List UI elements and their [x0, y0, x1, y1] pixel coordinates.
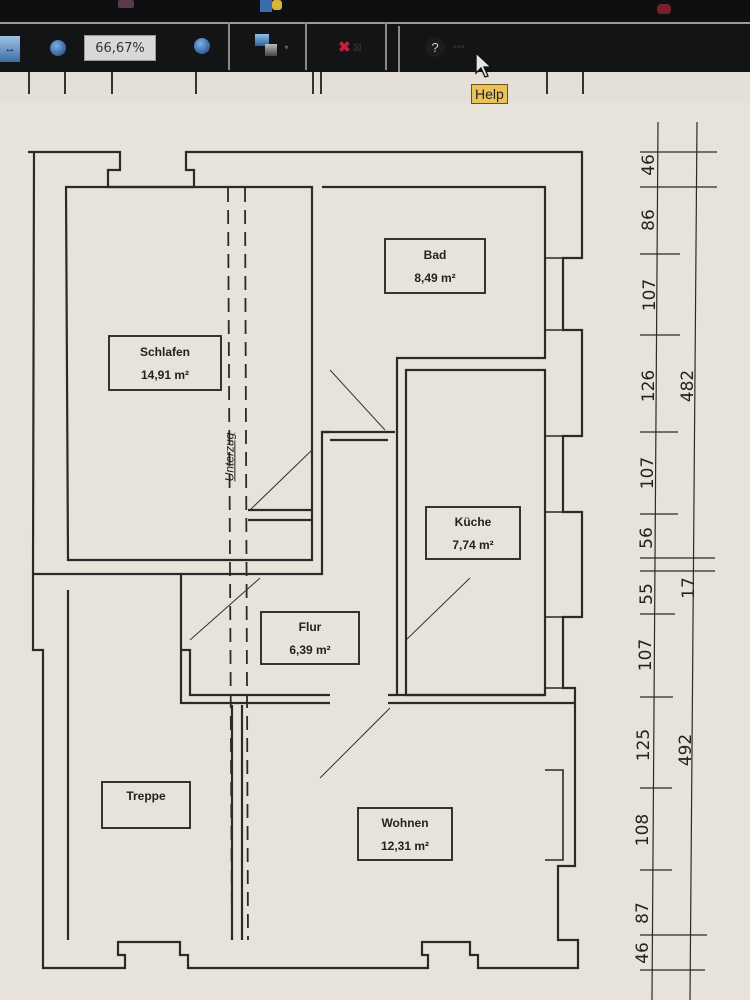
dimension-text: 46	[638, 154, 659, 176]
horizontal-ruler	[0, 72, 750, 102]
dimension-text: 125	[634, 728, 655, 762]
wall-stair-landing	[248, 508, 312, 522]
help-tooltip: Help	[471, 84, 508, 104]
dimension-text: 107	[638, 456, 659, 490]
window-titlebar	[0, 0, 750, 22]
layers-icon	[255, 34, 281, 60]
room-name: Treppe	[126, 789, 166, 803]
room-area: 12,31 m²	[380, 838, 430, 853]
room-area: 6,39 m²	[289, 642, 331, 657]
toolbar-separator	[385, 22, 387, 70]
wall-bad	[322, 185, 547, 695]
wall-wohnen-top	[388, 693, 575, 705]
room-name: Wohnen	[381, 815, 429, 830]
mouse-cursor-icon	[475, 52, 493, 78]
record-icon	[657, 4, 671, 14]
room-area: 7,74 m²	[452, 537, 494, 552]
room-area: 8,49 m²	[414, 270, 456, 285]
toolbar-separator	[305, 22, 307, 70]
zoom-in-button[interactable]	[194, 38, 210, 54]
delete-dim-icon: ⊠	[352, 41, 362, 54]
pan-button[interactable]: ↔	[0, 36, 20, 62]
dimension-total: 492	[676, 733, 697, 767]
dimension-text: 107	[640, 278, 661, 312]
zoom-out-button[interactable]	[50, 40, 66, 56]
notes-badge-icon	[272, 0, 282, 10]
wall-schlafen	[64, 185, 314, 562]
app-icon	[118, 0, 134, 8]
room-label-kueche[interactable]: Küche 7,74 m²	[425, 506, 521, 560]
room-label-schlafen[interactable]: Schlafen 14,91 m²	[108, 335, 222, 391]
wall-flur	[179, 574, 330, 705]
room-name: Flur	[298, 619, 322, 634]
room-label-bad[interactable]: Bad 8,49 m²	[384, 238, 486, 294]
toolbar-separator	[398, 26, 400, 74]
beam-label: Unterzug	[222, 432, 237, 482]
delete-icon: ✖	[338, 39, 351, 56]
room-name: Küche	[454, 514, 492, 529]
dimension-text: 56	[636, 527, 657, 549]
help-button[interactable]: ? ▪▪▪	[405, 33, 485, 61]
dimension-text: 87	[632, 902, 653, 924]
wall-schlafen-lower	[34, 430, 330, 576]
wall-bad-door	[322, 430, 395, 442]
dimension-text: 107	[636, 638, 657, 672]
pan-icon: ↔	[4, 43, 16, 55]
dimension-text: 126	[639, 369, 660, 403]
zoom-level-field[interactable]: 66,67%	[84, 35, 156, 61]
dimension-total: 17	[678, 577, 699, 599]
room-name: Schlafen	[139, 344, 190, 359]
dimension-text: 86	[638, 209, 659, 231]
room-label-flur[interactable]: Flur 6,39 m²	[260, 611, 360, 665]
chevron-down-icon: ▾	[284, 42, 289, 52]
outer-wall	[28, 150, 584, 970]
floor-plan-canvas[interactable]	[0, 100, 750, 1000]
delete-button[interactable]: ✖ ⊠	[325, 35, 375, 59]
dimension-text: 46	[632, 942, 653, 964]
room-name: Bad	[423, 247, 447, 262]
dimension-text: 55	[636, 583, 657, 605]
toolbar-separator	[228, 22, 230, 70]
room-label-treppe[interactable]: Treppe	[101, 781, 191, 829]
help-label-dim: ▪▪▪	[453, 41, 465, 53]
dimension-total: 482	[678, 369, 699, 403]
notes-icon	[260, 0, 272, 12]
room-area: 14,91 m²	[140, 367, 190, 382]
room-label-wohnen[interactable]: Wohnen 12,31 m²	[357, 807, 453, 861]
layers-button[interactable]: ▾	[250, 33, 294, 61]
dimension-text: 108	[633, 813, 654, 847]
wall-treppe	[66, 590, 244, 940]
help-icon: ?	[425, 37, 446, 57]
